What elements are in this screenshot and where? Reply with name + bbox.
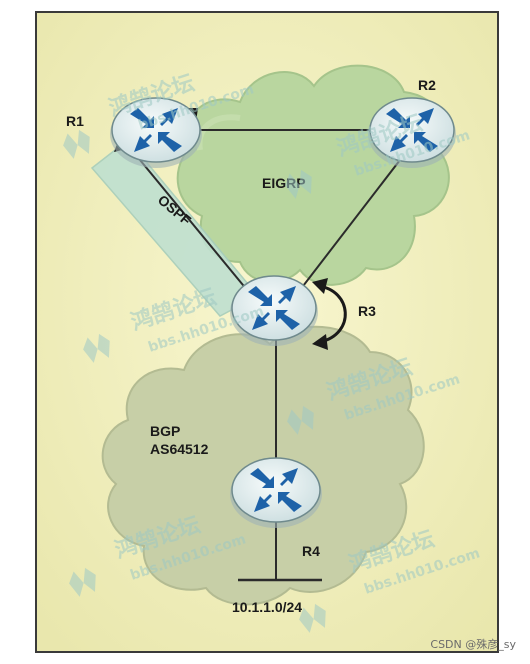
- eigrp-label: EIGRP: [262, 175, 306, 191]
- network-label: 10.1.1.0/24: [232, 599, 302, 615]
- link-r1-r3: [139, 159, 253, 297]
- bgp-asn-label: AS64512: [150, 441, 209, 457]
- router-r1[interactable]: [110, 97, 202, 168]
- router-r4[interactable]: [230, 457, 322, 528]
- router-r2[interactable]: [368, 97, 456, 168]
- router-r2-label: R2: [418, 77, 436, 93]
- redistribution-arrow-r3: [317, 284, 347, 344]
- router-r1-label: R1: [66, 113, 84, 129]
- link-r2-r3: [299, 159, 401, 291]
- bgp-label: BGP: [150, 423, 180, 439]
- router-r3-label: R3: [358, 303, 376, 319]
- router-r3[interactable]: [230, 275, 318, 346]
- router-r4-label: R4: [302, 543, 320, 559]
- footer-credit: CSDN @殊彦_sy: [430, 638, 516, 651]
